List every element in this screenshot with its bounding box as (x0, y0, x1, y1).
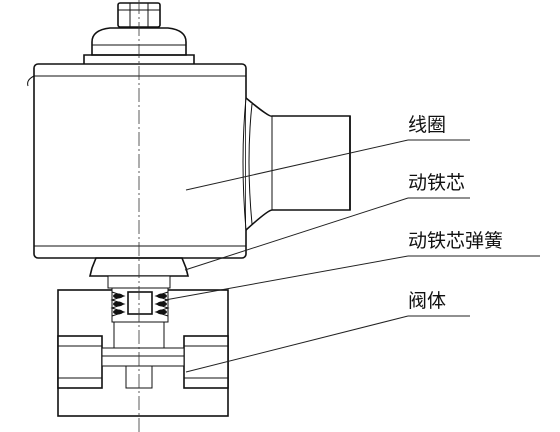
plunger-assembly (110, 287, 170, 323)
label-valve-body: 阀体 (408, 290, 446, 312)
label-plunger: 动铁芯 (408, 172, 465, 194)
spring-left (110, 291, 126, 317)
valve-body (57, 289, 229, 417)
coil-housing (27, 63, 247, 259)
terminal-box (242, 97, 351, 231)
leader-coil (185, 139, 409, 191)
leader-spring (164, 255, 409, 301)
leader-plunger (184, 197, 409, 271)
label-coil: 线圈 (408, 114, 446, 136)
spring-right (154, 291, 170, 317)
leader-valve-body (185, 315, 409, 373)
label-plunger-spring: 动铁芯弹簧 (408, 230, 503, 252)
leader-lines (164, 139, 540, 373)
